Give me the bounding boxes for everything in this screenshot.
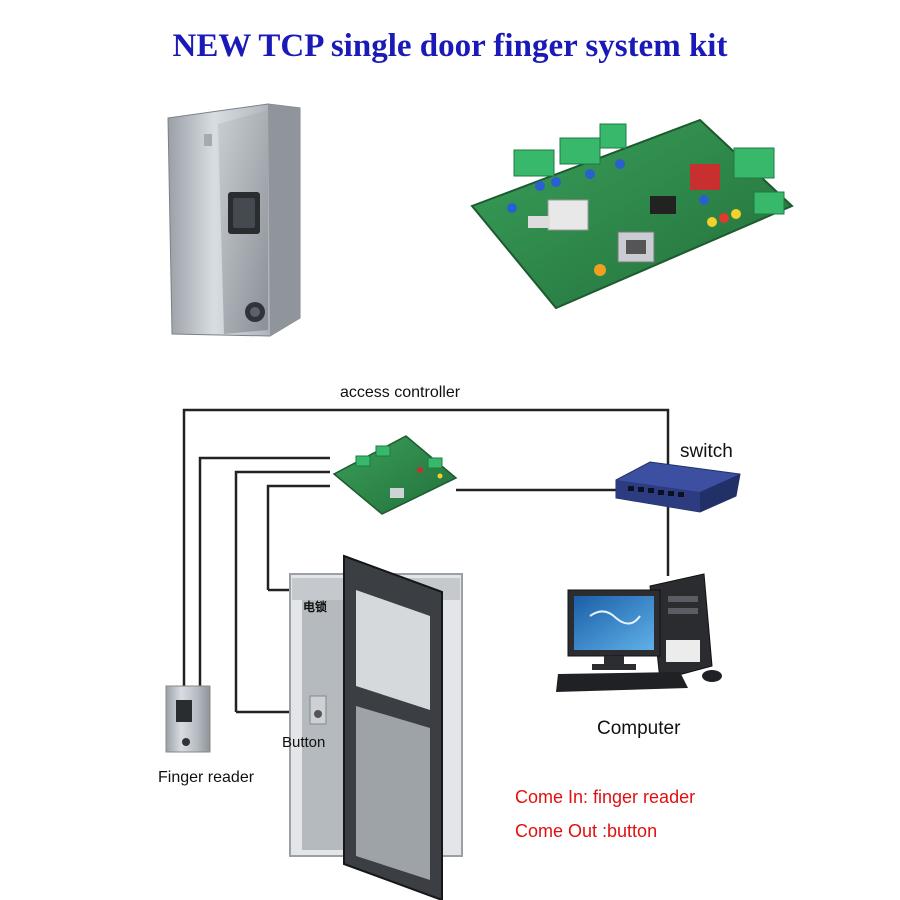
- access-controller-board-large: [470, 118, 794, 310]
- door: [289, 554, 463, 900]
- access-controller-board-small: [332, 435, 458, 515]
- computer: [556, 573, 722, 692]
- wire-reader-network: [182, 408, 670, 690]
- label-switch: switch: [680, 441, 733, 462]
- page-title: NEW TCP single door finger system kit: [172, 28, 728, 64]
- finger-reader-device-large: [167, 103, 301, 337]
- label-lock: 电锁: [303, 600, 328, 614]
- wire-button-controller: [234, 470, 330, 712]
- label-button: Button: [282, 734, 326, 751]
- note-come-in: Come In: finger reader: [515, 787, 696, 807]
- wire-lock-controller: [266, 484, 330, 590]
- wiring: [182, 408, 670, 714]
- finger-reader-device-small: [165, 685, 211, 753]
- network-switch: [615, 461, 741, 513]
- label-finger-reader: Finger reader: [158, 769, 255, 786]
- wire-reader-controller: [198, 456, 330, 690]
- note-come-out: Come Out :button: [515, 821, 658, 841]
- label-access-controller: access controller: [340, 384, 461, 401]
- label-computer: Computer: [597, 718, 681, 739]
